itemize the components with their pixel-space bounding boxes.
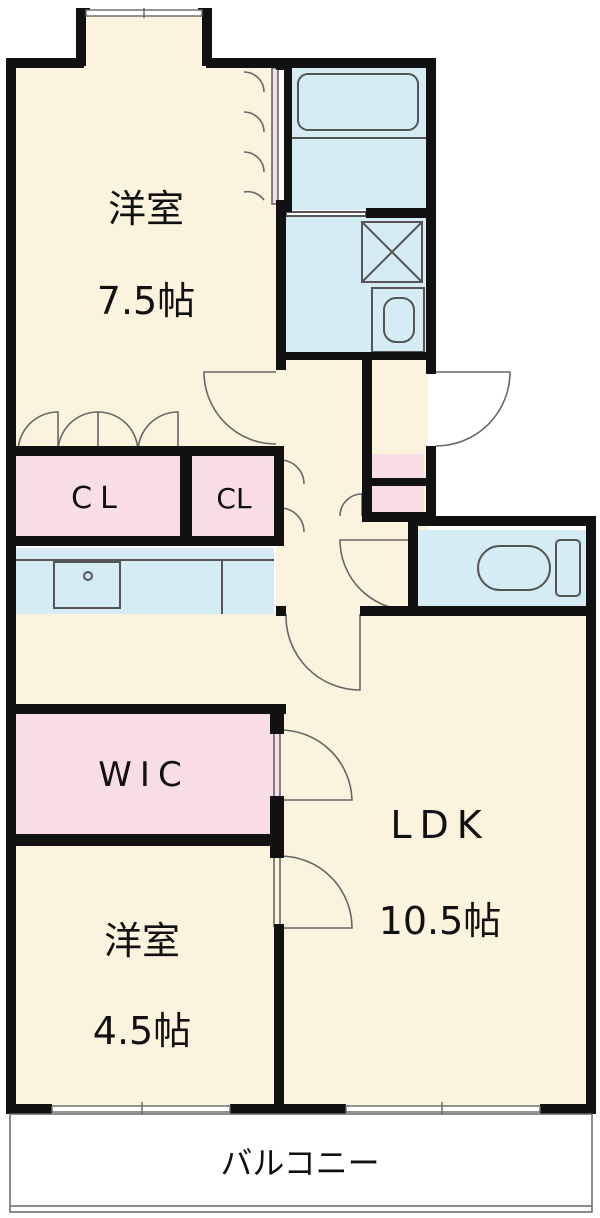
windows bbox=[51, 8, 541, 1114]
kitchen-sink bbox=[53, 561, 121, 609]
balcony-label: バルコニー bbox=[220, 1144, 379, 1182]
wall-bath-left-v bbox=[276, 200, 286, 370]
western-room-small-name: 洋室 bbox=[104, 919, 180, 963]
wall-bay-top-r bbox=[198, 8, 212, 16]
wall-bottom-right bbox=[540, 1104, 596, 1114]
western-room-small-floor bbox=[10, 840, 278, 1110]
room1-door-frame bbox=[271, 67, 279, 205]
entrance-floor bbox=[364, 360, 426, 454]
bathtub bbox=[297, 73, 419, 131]
wall-bath-inner bbox=[284, 64, 292, 212]
door-swing-room2 bbox=[279, 855, 353, 929]
closet-right-floor bbox=[192, 454, 276, 536]
door-swing-closet-left-c bbox=[137, 411, 179, 453]
ldk-name: LDK bbox=[390, 803, 489, 847]
door-swing-wic bbox=[279, 729, 353, 801]
closet-left-floor bbox=[12, 454, 180, 536]
wall-shoebox-left bbox=[362, 360, 372, 522]
closet-right-label: CL bbox=[216, 482, 252, 515]
wall-bay-right bbox=[202, 8, 212, 66]
door-swing-room1 bbox=[203, 371, 277, 445]
wall-room2-right bbox=[274, 924, 284, 1114]
balcony bbox=[9, 1113, 593, 1213]
ldk-size: 10.5帖 bbox=[379, 899, 502, 943]
wall-closet-mid bbox=[180, 446, 192, 542]
bay-window-floor bbox=[82, 14, 210, 64]
wall-closet-bottom bbox=[6, 536, 284, 546]
wall-bay-left bbox=[76, 8, 86, 66]
wall-right-lower bbox=[586, 516, 596, 1114]
wall-closet-top-r bbox=[186, 446, 284, 456]
wall-ldk-entry-left bbox=[276, 606, 286, 616]
wall-toilet-bottom bbox=[360, 606, 596, 616]
door-swing-ldk bbox=[285, 613, 361, 691]
toilet-tank bbox=[555, 539, 581, 597]
wall-shoebox-mid bbox=[372, 478, 426, 486]
sink-drain bbox=[83, 571, 93, 581]
toilet-bowl bbox=[477, 545, 551, 591]
closet-left-label: CL bbox=[71, 481, 125, 516]
wall-toilet-left bbox=[408, 516, 418, 614]
western-room-small-size: 4.5帖 bbox=[93, 1009, 191, 1053]
wall-closet-top bbox=[6, 446, 186, 456]
wic-door-leaf bbox=[273, 729, 281, 801]
wall-top-left bbox=[6, 58, 84, 68]
wall-wic-bottom bbox=[6, 834, 284, 846]
wall-bottom-mid bbox=[230, 1104, 346, 1114]
door-swing-bath-fold bbox=[243, 71, 265, 201]
walls bbox=[6, 8, 596, 1114]
wall-top-right bbox=[206, 58, 436, 68]
wall-bottom-left bbox=[6, 1104, 52, 1114]
labels: 洋室 7.5帖 CL CL WIC LDK 10.5帖 洋室 4.5帖 バルコニ… bbox=[71, 187, 501, 1182]
balcony-window-ldk bbox=[345, 1105, 541, 1113]
western-room-large-floor bbox=[10, 62, 276, 454]
wall-wic-right-b bbox=[270, 796, 284, 858]
wall-wash-bottom bbox=[276, 352, 436, 360]
wall-right-entrance bbox=[426, 446, 436, 520]
wic-floor bbox=[12, 712, 274, 836]
toilet-floor bbox=[416, 530, 590, 610]
wall-bay-top-l bbox=[76, 8, 90, 16]
western-room-large-size: 7.5帖 bbox=[97, 279, 195, 323]
kitchen-counter bbox=[12, 548, 274, 614]
wall-bath-bottom bbox=[366, 208, 436, 218]
room2-door-leaf bbox=[273, 855, 281, 927]
western-room-large-name: 洋室 bbox=[108, 187, 184, 231]
washer-space bbox=[361, 221, 423, 283]
wic-label: WIC bbox=[98, 755, 189, 795]
door-swing-shoebox bbox=[339, 493, 363, 517]
wall-wic-top bbox=[6, 704, 286, 714]
washer-cross-2 bbox=[361, 221, 423, 283]
fixtures bbox=[12, 73, 581, 614]
door-swing-closet-left-a bbox=[57, 411, 99, 453]
wall-shoebox-bottom bbox=[362, 512, 436, 522]
wall-toilet-top bbox=[408, 516, 596, 526]
door-swing-entrance bbox=[435, 371, 511, 447]
wall-closet-right bbox=[274, 446, 284, 542]
door-swing-closet-left-b bbox=[97, 411, 139, 453]
balcony-area bbox=[9, 1113, 593, 1213]
wall-left bbox=[6, 58, 16, 1114]
vanity-basin bbox=[383, 297, 415, 343]
wall-wic-right bbox=[270, 704, 284, 734]
washroom-rail bbox=[285, 211, 367, 217]
balcony-window-room2 bbox=[51, 1105, 231, 1113]
door-swing-closet-left-d bbox=[17, 411, 59, 453]
